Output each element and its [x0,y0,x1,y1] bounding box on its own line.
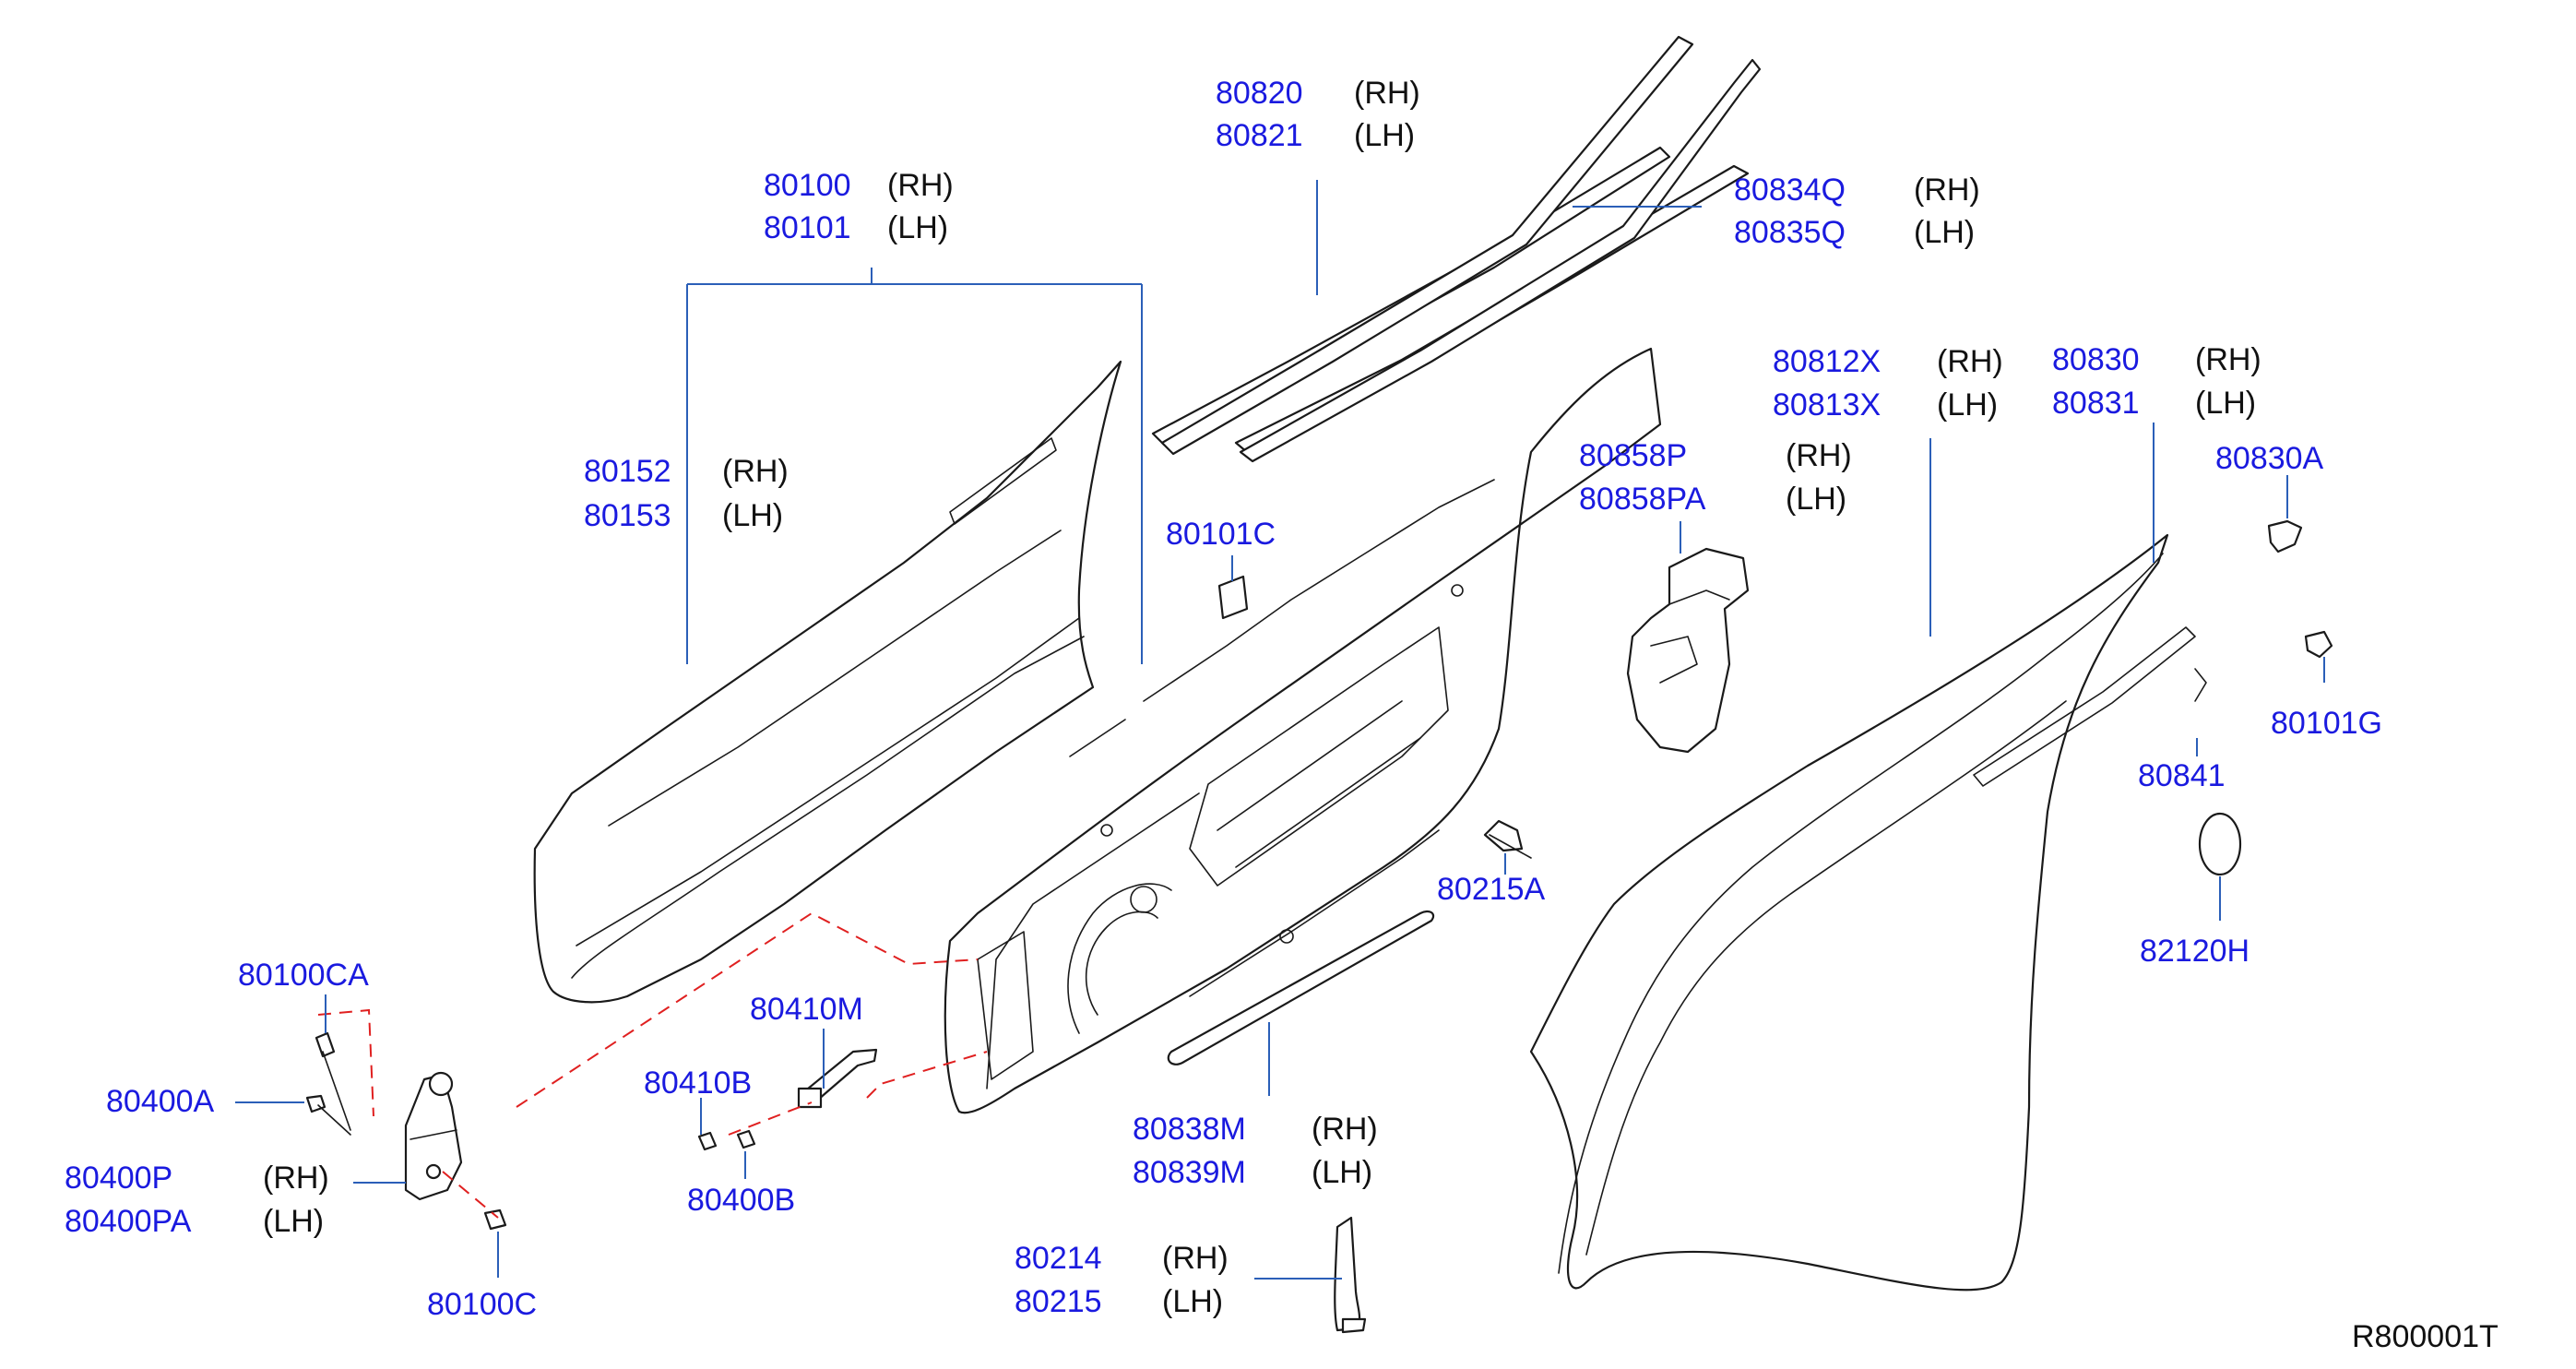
side-80214: (RH) [1162,1241,1229,1276]
fasteners[interactable] [305,519,2333,1334]
side-80821: (LH) [1354,118,1415,153]
side-80100: (RH) [887,168,954,203]
label-80821[interactable]: 80821 [1216,118,1303,153]
side-80101: (LH) [887,210,948,245]
label-80400b[interactable]: 80400B [687,1183,795,1218]
label-80100c[interactable]: 80100C [427,1287,537,1322]
label-80830[interactable]: 80830 [2052,342,2140,377]
side-80153: (LH) [722,498,783,533]
label-80152[interactable]: 80152 [584,454,671,489]
side-80858p: (RH) [1786,438,1852,473]
leader-lines [235,180,2325,1280]
label-80838m[interactable]: 80838M [1133,1112,1246,1147]
sash-trim-80214[interactable] [1334,1216,1361,1332]
label-80410m[interactable]: 80410M [750,992,863,1027]
label-80101c[interactable]: 80101C [1166,517,1276,552]
window-moldings[interactable] [1151,35,1762,463]
label-80834q[interactable]: 80834Q [1734,173,1846,208]
label-80214[interactable]: 80214 [1015,1241,1102,1276]
label-80841[interactable]: 80841 [2138,758,2226,793]
door-sill-molding[interactable] [1167,910,1435,1065]
side-80839m: (LH) [1312,1155,1372,1190]
label-80153[interactable]: 80153 [584,498,671,533]
side-80838m: (RH) [1312,1112,1378,1147]
side-80152: (RH) [722,454,789,489]
side-80400p: (RH) [263,1161,329,1196]
label-80858p[interactable]: 80858P [1579,438,1687,473]
label-80839m[interactable]: 80839M [1133,1155,1246,1190]
door-check[interactable] [797,1048,878,1109]
side-80215: (LH) [1162,1284,1223,1319]
side-80831: (LH) [2195,386,2256,421]
label-80100ca[interactable]: 80100CA [238,958,369,993]
reference-code: R800001T [2352,1319,2499,1354]
door-outer-skin[interactable] [533,360,1122,1004]
label-80100[interactable]: 80100 [764,168,851,203]
side-80812x: (RH) [1937,344,2003,379]
side-80830: (RH) [2195,342,2261,377]
label-80400p[interactable]: 80400P [65,1161,172,1196]
label-80101g[interactable]: 80101G [2271,706,2382,741]
seal-80858p[interactable] [1626,547,1750,754]
label-80215[interactable]: 80215 [1015,1284,1102,1319]
callout-labels: 80820 (RH) 80821 (LH) 80100 (RH) 80101 (… [65,76,2499,1354]
side-80400pa: (LH) [263,1204,324,1239]
label-82120h[interactable]: 82120H [2140,934,2250,969]
label-80820[interactable]: 80820 [1216,76,1303,111]
label-80812x[interactable]: 80812X [1773,344,1881,379]
label-80215a[interactable]: 80215A [1437,872,1546,907]
side-80813x: (LH) [1937,387,1998,423]
door-hinge[interactable] [404,1071,463,1201]
label-80400pa[interactable]: 80400PA [65,1204,192,1239]
label-80813x[interactable]: 80813X [1773,387,1881,423]
label-80858pa[interactable]: 80858PA [1579,482,1706,517]
side-80858pa: (LH) [1786,482,1846,517]
door-frame-inner[interactable] [944,347,1662,1114]
label-80101[interactable]: 80101 [764,210,851,245]
side-80835q: (LH) [1914,215,1975,250]
phantom-lines [317,911,988,1219]
label-80410b[interactable]: 80410B [644,1065,752,1101]
label-80400a[interactable]: 80400A [106,1084,215,1119]
label-80830a[interactable]: 80830A [2215,441,2324,476]
side-80820: (RH) [1354,76,1420,111]
door-weatherstrip[interactable] [1529,533,2196,1292]
side-80834q: (RH) [1914,173,1980,208]
label-80831[interactable]: 80831 [2052,386,2140,421]
label-80835q[interactable]: 80835Q [1734,215,1846,250]
